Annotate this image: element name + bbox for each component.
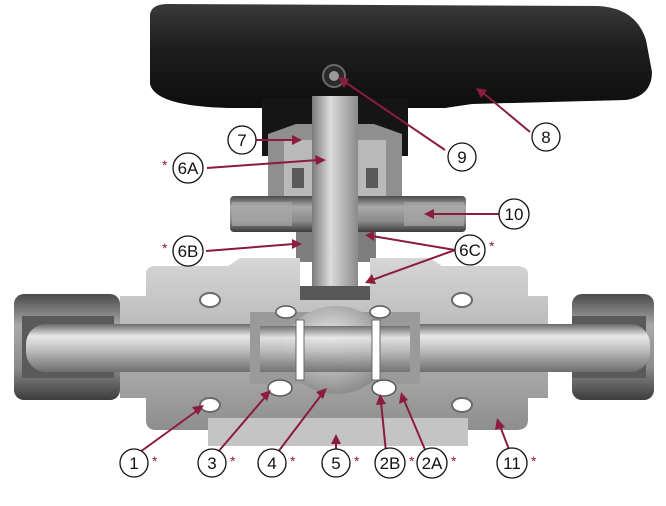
asterisk-6B: * (162, 240, 168, 256)
arrow-6B (292, 239, 302, 249)
callout-label-6B: 6B (178, 242, 199, 261)
callout-circle-7 (227, 125, 257, 155)
arrow-11 (495, 418, 505, 430)
leader-1 (139, 409, 199, 453)
leader-8 (481, 91, 531, 133)
callout-circle-4 (257, 448, 287, 478)
leader-4 (277, 393, 323, 453)
arrow-8 (476, 88, 487, 98)
callout-label-8: 8 (541, 128, 550, 147)
arrow-2A (399, 392, 408, 404)
asterisk-6C: * (489, 238, 495, 254)
asterisk-5: * (354, 453, 360, 469)
arrow-6C-lower (365, 274, 376, 284)
callout-label-9: 9 (457, 148, 466, 167)
callout-circle-5 (321, 448, 351, 478)
callout-circle-10 (498, 198, 530, 230)
arrow-9 (338, 77, 349, 88)
ball-and-seats (250, 305, 420, 397)
callout-circle-6C (454, 234, 486, 266)
asterisk-1: * (152, 453, 158, 469)
leader-6C-lower (371, 249, 456, 281)
arrow-1 (192, 405, 204, 415)
arrow-5 (331, 434, 341, 444)
callout-label-3: 3 (207, 454, 216, 473)
callout-label-11: 11 (503, 454, 521, 473)
asterisk-2B: * (409, 453, 415, 469)
callout-label-4: 4 (267, 454, 276, 473)
callout-label-5: 5 (331, 454, 340, 473)
arrow-3 (260, 390, 271, 401)
asterisk-6A: * (162, 157, 168, 173)
callout-label-6C: 6C (459, 241, 481, 260)
callout-circle-2A (416, 447, 448, 479)
stem (312, 96, 358, 292)
callout-label-2B: 2B (380, 454, 401, 473)
callout-circle-11 (496, 447, 528, 479)
leader-2B (380, 401, 387, 453)
leader-6A (206, 159, 319, 169)
callout-circle-2B (374, 447, 406, 479)
leader-11 (499, 425, 511, 453)
asterisk-2A: * (451, 453, 457, 469)
callout-circle-6B (172, 235, 204, 267)
callout-label-6A: 6A (178, 159, 199, 178)
arrow-4 (316, 388, 327, 399)
asterisk-3: * (230, 453, 236, 469)
callout-label-1: 1 (129, 454, 138, 473)
leader-6B (205, 243, 295, 252)
callout-circle-3 (197, 448, 227, 478)
callout-circle-1 (119, 448, 149, 478)
callout-label-10: 10 (505, 205, 524, 224)
callout-circle-8 (531, 122, 561, 152)
arrow-2B (376, 394, 386, 405)
leader-9 (344, 81, 446, 151)
leader-2A (403, 399, 427, 453)
callout-label-7: 7 (237, 131, 246, 150)
asterisk-4: * (290, 453, 296, 469)
arrow-6C-upper (365, 231, 374, 241)
callout-label-2A: 2A (422, 454, 443, 473)
callout-circle-6A (172, 152, 204, 184)
asterisk-11: * (531, 453, 537, 469)
handle (150, 4, 652, 156)
leader-3 (217, 395, 267, 453)
callout-circle-9 (447, 142, 477, 172)
arrow-7 (292, 135, 302, 145)
arrow-6A (315, 155, 326, 165)
arrow-10 (424, 209, 434, 219)
leader-6C-upper (371, 235, 456, 251)
